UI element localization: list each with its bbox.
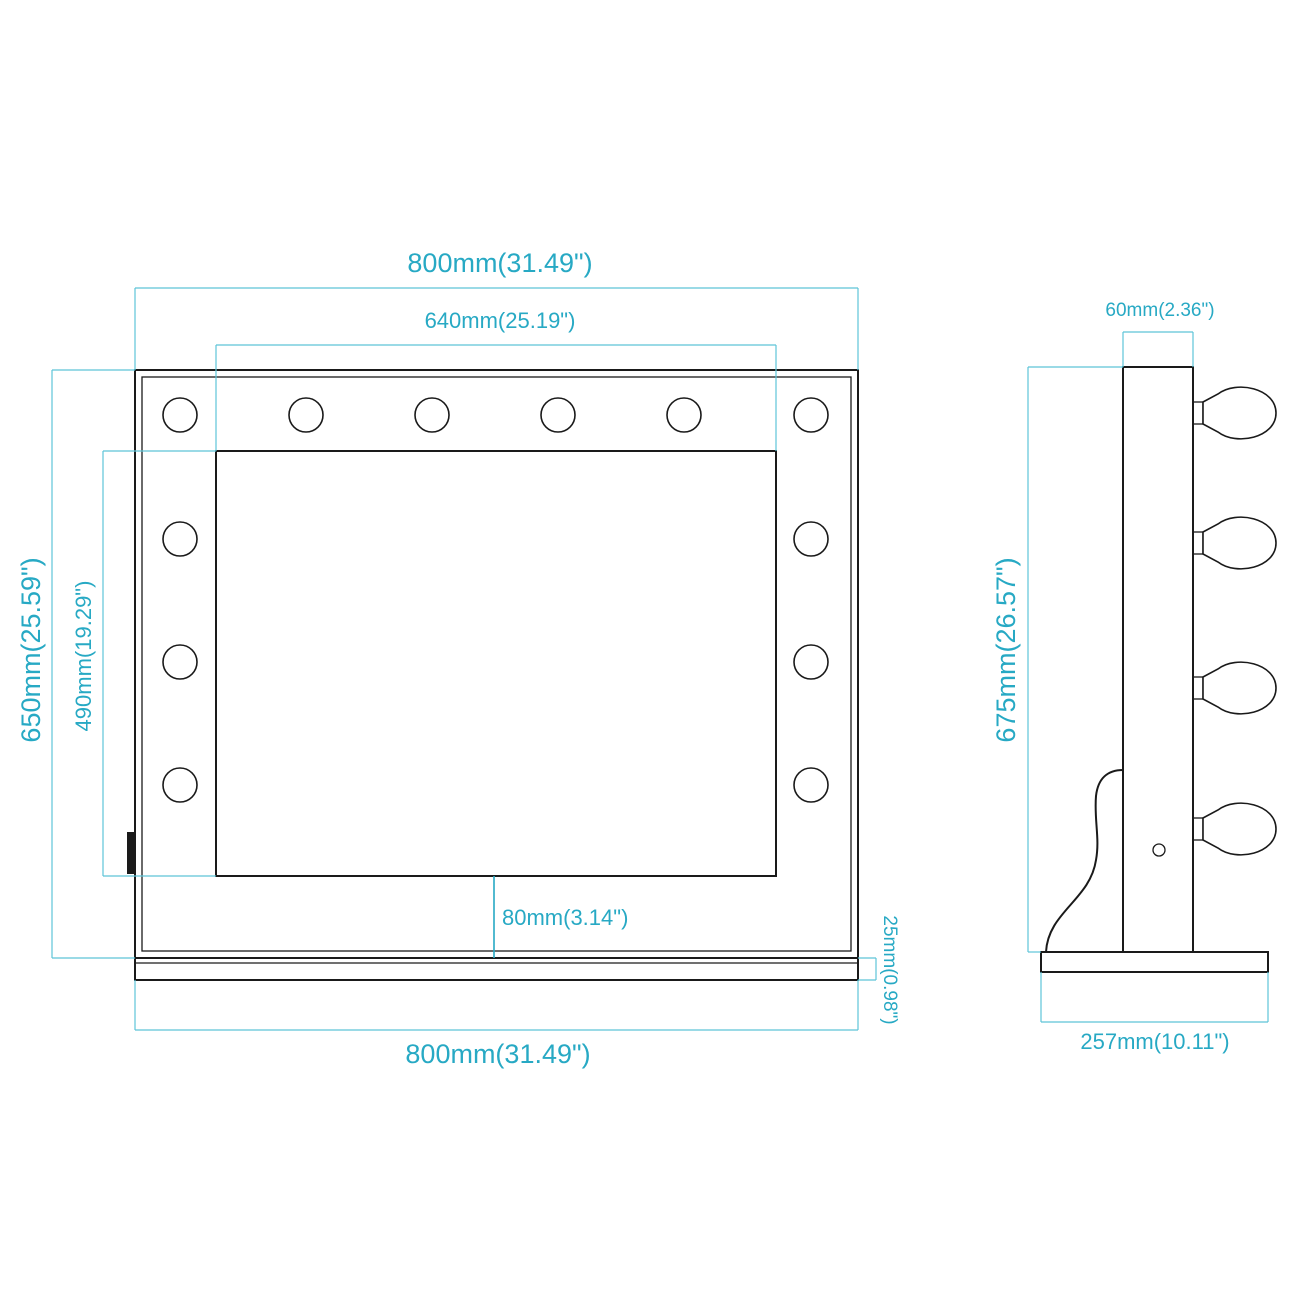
bulb-icon: [793, 397, 829, 433]
bulb-socket: [1192, 531, 1204, 555]
bulb-icon: [793, 767, 829, 803]
bulb-socket: [1192, 817, 1204, 841]
bulb-icon: [288, 397, 324, 433]
bulb-icon: [1202, 386, 1277, 440]
bulb-icon: [793, 644, 829, 680]
front-frame-inner: [141, 376, 852, 952]
bulb-icon: [162, 767, 198, 803]
bulb-icon: [540, 397, 576, 433]
side-bulb-4: [1192, 802, 1277, 856]
bulb-icon: [1202, 516, 1277, 570]
side-frame: [1122, 366, 1194, 953]
front-overall-height-label: 650mm(25.59"): [16, 557, 46, 742]
bulb-icon: [162, 644, 198, 680]
front-base: [134, 957, 859, 981]
bulb-icon: [1202, 802, 1277, 856]
side-base-depth-label: 257mm(10.11"): [1080, 1029, 1229, 1054]
side-bulb-1: [1192, 386, 1277, 440]
bulb-icon: [162, 397, 198, 433]
side-bulb-2: [1192, 516, 1277, 570]
side-bulb-3: [1192, 661, 1277, 715]
side-frame-depth-label: 60mm(2.36"): [1105, 300, 1214, 321]
bulb-icon: [666, 397, 702, 433]
bulb-socket: [1192, 401, 1204, 425]
bulb-icon: [1202, 661, 1277, 715]
front-view: 800mm(31.49") 640mm(25.19") 650mm(25.59"…: [16, 248, 900, 1069]
bulb-socket: [1192, 676, 1204, 700]
front-overall-width-bottom-label: 800mm(31.49"): [405, 1039, 590, 1069]
front-base-thickness-label: 25mm(0.98"): [879, 915, 900, 1024]
mirror-glass: [215, 450, 777, 877]
bulb-icon: [414, 397, 450, 433]
side-view: 60mm(2.36") 675mm(26.57") 257mm(10.11"): [991, 300, 1277, 1054]
bulb-icon: [162, 521, 198, 557]
side-overall-height-label: 675mm(26.57"): [991, 557, 1021, 742]
side-base: [1040, 951, 1269, 973]
bulb-icon: [793, 521, 829, 557]
power-switch: [127, 832, 135, 874]
side-support-curve: [1045, 769, 1124, 953]
side-switch: [1152, 843, 1166, 857]
front-frame-outer: [134, 369, 859, 959]
front-mirror-height-label: 490mm(19.29"): [71, 581, 96, 732]
front-overall-width-top-label: 800mm(31.49"): [407, 248, 592, 278]
front-mirror-width-label: 640mm(25.19"): [425, 308, 576, 333]
front-bottom-margin-label: 80mm(3.14"): [502, 905, 628, 930]
